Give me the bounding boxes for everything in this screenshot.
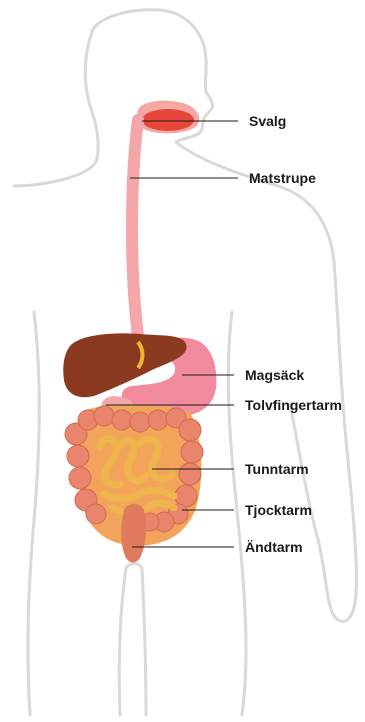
crotch <box>126 564 142 569</box>
rectum <box>121 504 146 563</box>
label-tolvfingertarm: Tolvfingertarm <box>245 397 342 413</box>
label-magsack: Magsäck <box>245 367 304 383</box>
label-tunntarm: Tunntarm <box>245 461 309 477</box>
inner-leg-left <box>119 568 126 715</box>
label-matstrupe: Matstrupe <box>249 170 316 186</box>
right-torso <box>228 312 246 715</box>
neck-back <box>14 32 98 186</box>
pharynx-cavity <box>142 109 194 131</box>
label-tjocktarm: Tjocktarm <box>245 502 312 518</box>
inner-leg-right <box>142 568 146 715</box>
esophagus <box>132 120 140 350</box>
left-torso <box>28 312 39 715</box>
label-svalg: Svalg <box>249 113 286 129</box>
pharynx <box>137 101 199 134</box>
label-andtarm: Ändtarm <box>245 539 303 555</box>
